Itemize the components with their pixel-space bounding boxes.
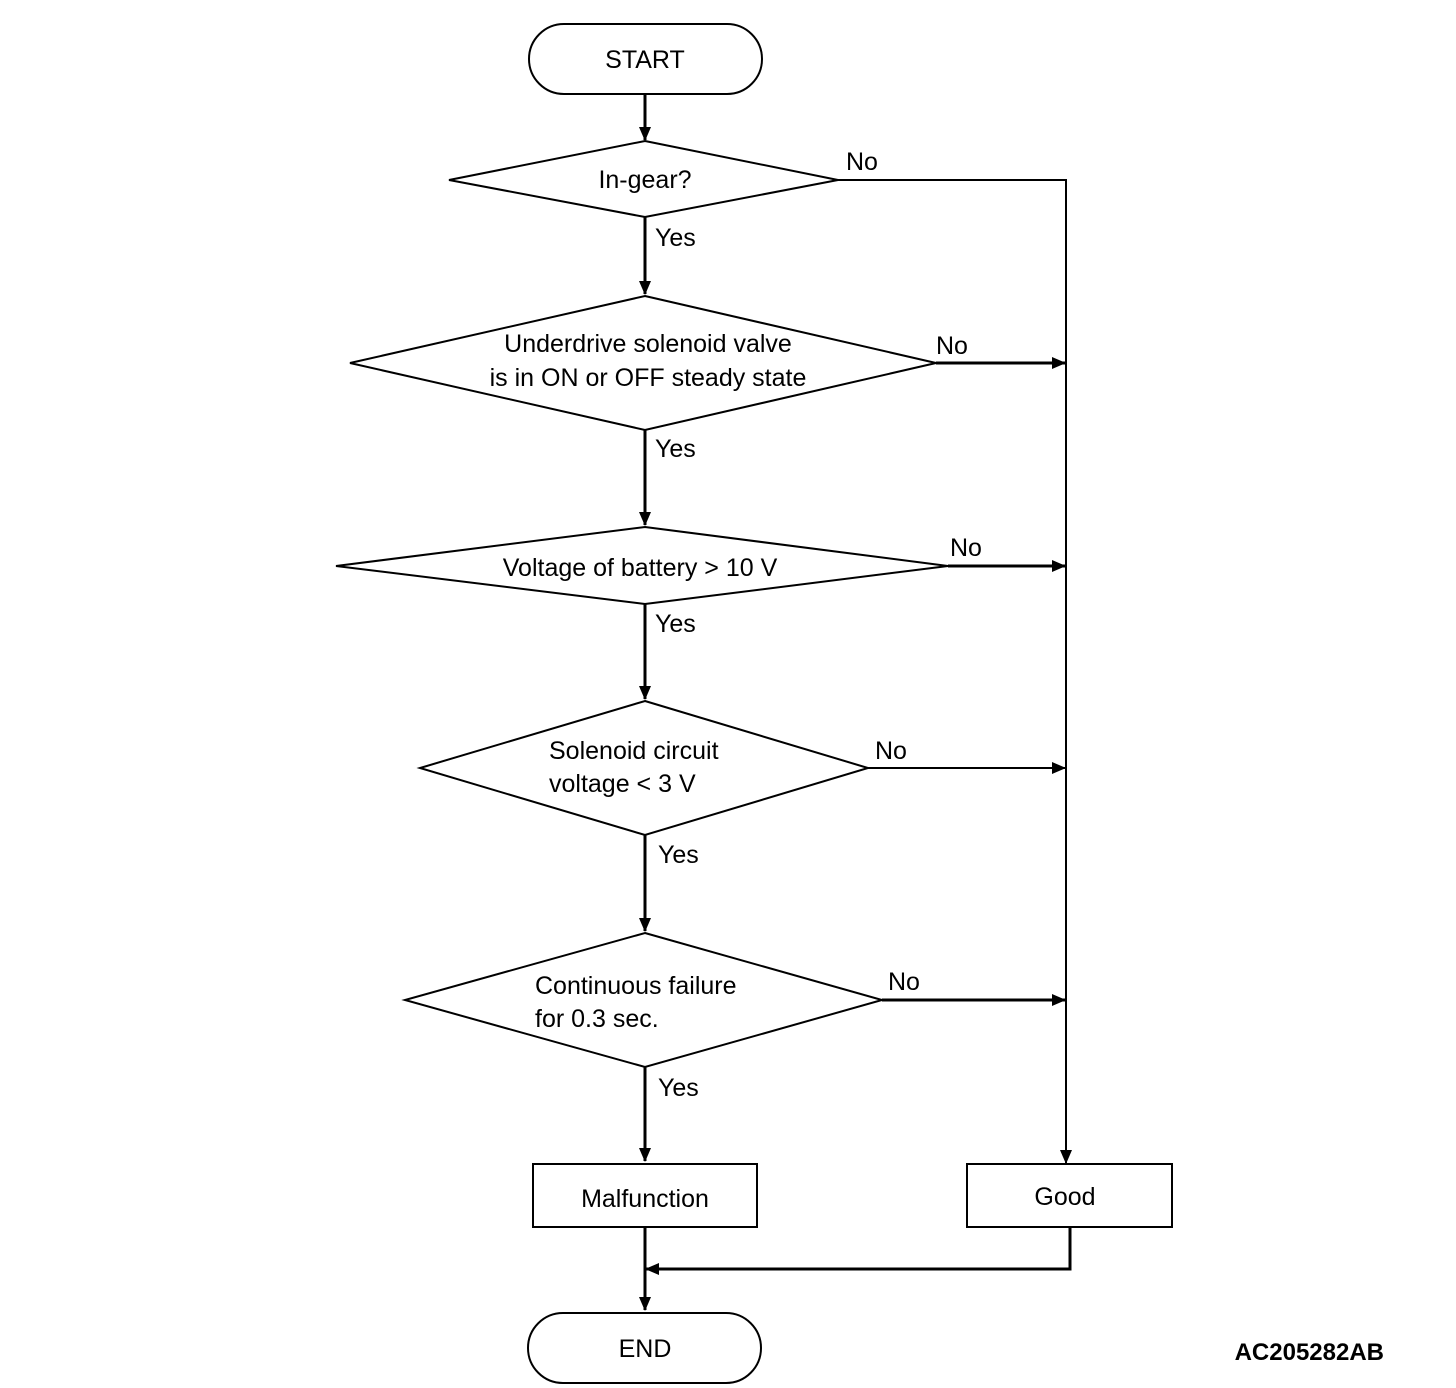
decision-solenoid-circuit (416, 699, 872, 837)
underdrive-yes-label: Yes (655, 435, 696, 463)
in-gear-no-label: No (846, 148, 878, 176)
decision-underdrive (349, 294, 937, 432)
malfunction-label: Malfunction (581, 1185, 709, 1213)
underdrive-label-line1: Underdrive solenoid valve (504, 330, 792, 358)
connector-good-merge (645, 1227, 1072, 1275)
end-label: END (619, 1335, 672, 1363)
continuous-label-line1: Continuous failure (535, 972, 737, 1000)
continuous-no-label: No (888, 968, 920, 996)
underdrive-no-label: No (936, 332, 968, 360)
end-terminal (527, 1312, 762, 1384)
decision-continuous-failure (401, 931, 886, 1069)
start-label: START (605, 46, 685, 74)
connector-ingear-no (838, 179, 1072, 1164)
process-good (966, 1163, 1173, 1228)
circuit-yes-label: Yes (658, 841, 699, 869)
battery-yes-label: Yes (655, 610, 696, 638)
circuit-no-label: No (875, 737, 907, 765)
process-malfunction (532, 1163, 758, 1228)
in-gear-yes-label: Yes (655, 224, 696, 252)
circuit-label-line1: Solenoid circuit (549, 737, 719, 765)
continuous-yes-label: Yes (658, 1074, 699, 1102)
battery-label: Voltage of battery > 10 V (503, 554, 778, 582)
continuous-label-line2: for 0.3 sec. (535, 1005, 659, 1033)
underdrive-label-line2: is in ON or OFF steady state (490, 364, 807, 392)
battery-no-label: No (950, 534, 982, 562)
good-label: Good (1034, 1183, 1095, 1211)
in-gear-label: In-gear? (598, 166, 691, 194)
figure-code: AC205282AB (1235, 1339, 1384, 1366)
circuit-label-line2: voltage < 3 V (549, 770, 696, 798)
